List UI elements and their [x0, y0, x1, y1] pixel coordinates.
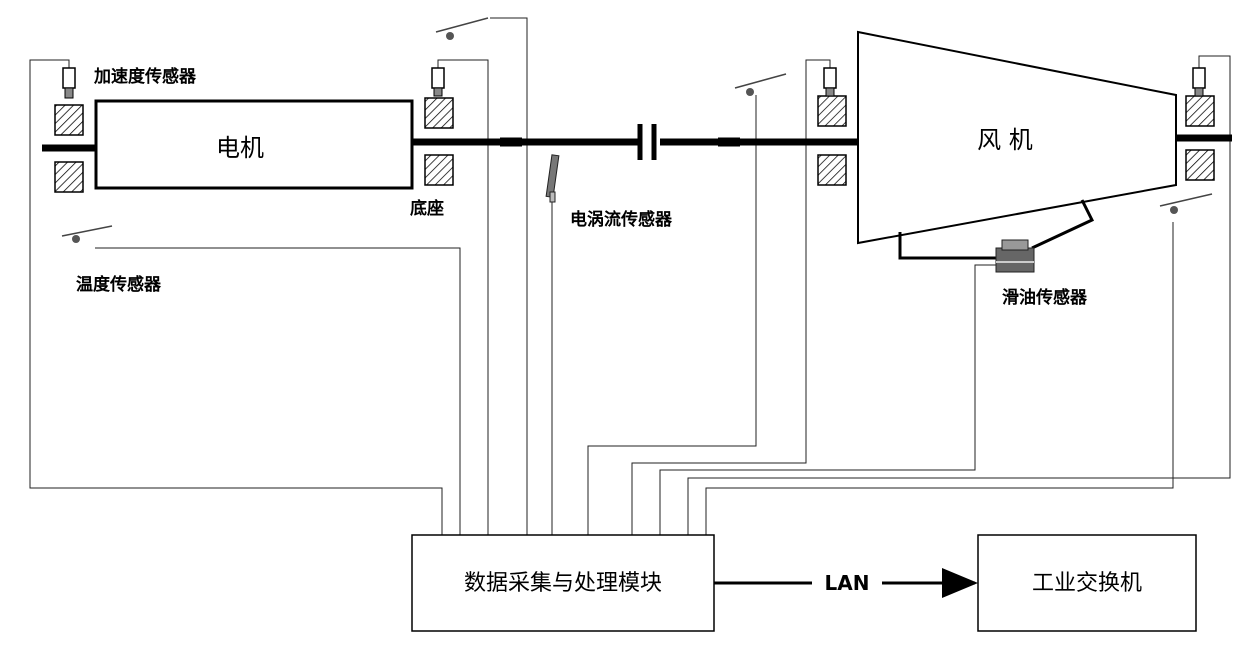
bearing-block: [1185, 95, 1215, 127]
wire-accel-fan-right: [687, 55, 1231, 535]
temperature-probe-icon: [734, 73, 787, 96]
bearing-block: [54, 161, 84, 193]
oil-sensor-icon: [995, 239, 1035, 273]
coupling-icon: [637, 124, 657, 160]
bearing-block: [1185, 149, 1215, 181]
wire-accel-fan-left: [631, 59, 831, 535]
motor-box: [94, 99, 414, 190]
temperature-probe-icon: [61, 225, 113, 243]
temperature-probe-icon: [1159, 193, 1213, 214]
wire-accel-left: [29, 59, 443, 535]
oil-pipe-left: [898, 232, 998, 260]
accelerometer-icon: [823, 67, 837, 97]
bearing-block: [54, 104, 84, 136]
wire-temp-left: [95, 247, 461, 535]
bearing-block: [817, 154, 847, 186]
accel-sensor-label: 加速度传感器: [93, 66, 197, 87]
wire-temp-right: [705, 222, 1174, 535]
fan-label: 风 机: [977, 126, 1033, 154]
eddy-current-probe-icon: [545, 154, 560, 203]
bearing-block: [424, 154, 454, 186]
wire-oil: [659, 264, 998, 535]
sensor-wires: [29, 17, 1231, 535]
wire-accel-base: [437, 59, 489, 535]
industrial-switch-box: [977, 534, 1197, 632]
accelerometer-icon: [62, 67, 76, 99]
accelerometer-icon: [431, 67, 445, 97]
motor-label: 电机: [216, 134, 264, 162]
fan-body: [857, 30, 1177, 245]
eddy-sensor-label: 电涡流传感器: [570, 209, 673, 230]
lan-label: LAN: [825, 571, 870, 595]
accelerometer-icon: [1192, 67, 1206, 97]
bearing-block: [424, 97, 454, 129]
base-label: 底座: [410, 198, 444, 219]
oil-pipe-right: [1031, 199, 1095, 250]
wire-temp-top: [490, 17, 528, 535]
temperature-probe-icon: [435, 17, 489, 40]
oil-sensor-label: 滑油传感器: [1002, 287, 1088, 308]
daq-module-label: 数据采集与处理模块: [464, 571, 662, 596]
industrial-switch-label: 工业交换机: [1032, 571, 1142, 596]
wire-temp-mid: [587, 95, 757, 535]
bearing-block: [817, 95, 847, 127]
temp-sensor-label: 温度传感器: [76, 274, 162, 295]
